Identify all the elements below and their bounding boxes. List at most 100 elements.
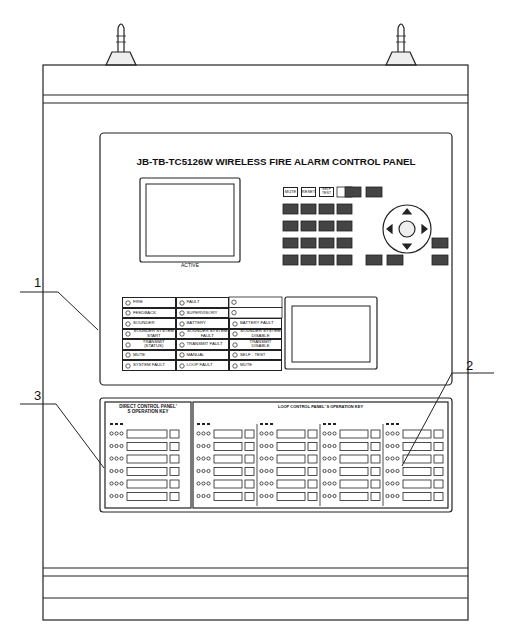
indicator-cell: SOUNDER SYSTEM DISABLE	[229, 329, 282, 340]
operation-key	[127, 468, 167, 476]
operation-key	[340, 468, 368, 476]
key-led	[115, 482, 118, 485]
indicator-label: SUPERVISORY	[187, 311, 218, 316]
operation-key	[403, 455, 431, 463]
operation-key-small	[434, 430, 443, 438]
indicator-led	[231, 362, 239, 370]
key-led	[197, 444, 200, 447]
hanging-bolt	[106, 24, 136, 65]
operation-key-small	[371, 430, 380, 438]
key-led	[396, 457, 399, 460]
indicator-led	[124, 320, 132, 328]
key-led	[115, 444, 118, 447]
indicator-cell: MUTE	[229, 360, 282, 371]
key-led	[207, 482, 210, 485]
key-led	[265, 469, 268, 472]
key-led	[391, 494, 394, 497]
operation-key-small	[170, 430, 179, 438]
indicator-label: MUTE	[240, 363, 252, 368]
keypad-key	[283, 255, 298, 265]
operation-key	[214, 468, 242, 476]
indicator-label: MUTE	[133, 353, 145, 358]
operation-key	[214, 455, 242, 463]
operation-key	[214, 480, 242, 488]
operation-key-small	[371, 493, 380, 501]
keypad-key	[301, 255, 316, 265]
panel-heading: LOOP CONTROL PANEL' S OPERATION KEY	[193, 405, 448, 409]
key-led	[120, 482, 123, 485]
indicator-cell: MUTE	[122, 350, 176, 361]
leader-line	[402, 373, 494, 466]
operation-key	[340, 455, 368, 463]
key-label: MUTE	[285, 190, 296, 194]
operation-key-small	[245, 455, 254, 463]
operation-key-small	[170, 455, 179, 463]
keypad-key	[337, 238, 352, 248]
key-led	[396, 494, 399, 497]
indicator-label: FAULT	[187, 300, 200, 305]
key-led	[260, 432, 263, 435]
operation-key-small	[170, 443, 179, 451]
operation-key-small	[245, 468, 254, 476]
key-led	[323, 469, 326, 472]
operation-key-small	[434, 493, 443, 501]
keypad-key	[337, 204, 352, 214]
key-led	[386, 482, 389, 485]
indicator-led	[178, 309, 186, 317]
panel-heading: DIRECT CONTROL PANEL' S OPERATION KEY	[118, 405, 178, 414]
small-display-screen	[292, 306, 370, 362]
indicator-cell: FIRE	[122, 297, 176, 308]
group-divider	[257, 424, 383, 506]
key-led	[207, 469, 210, 472]
operation-key-small	[434, 455, 443, 463]
keypad-key	[366, 187, 382, 197]
key-led	[197, 482, 200, 485]
key-led	[323, 444, 326, 447]
key-led	[110, 432, 113, 435]
key-led	[386, 432, 389, 435]
blank-indicator-cell	[229, 308, 282, 319]
indicator-led	[178, 330, 186, 338]
key-led	[202, 444, 205, 447]
operation-key-small	[308, 430, 317, 438]
keypad-key	[432, 255, 448, 265]
operation-key-small	[434, 443, 443, 451]
indicator-cell: FAULT	[176, 297, 230, 308]
key-led	[202, 482, 205, 485]
key-led	[120, 457, 123, 460]
operation-key-small	[308, 493, 317, 501]
operation-key-small	[371, 443, 380, 451]
row-marker	[110, 423, 123, 425]
key-led	[265, 444, 268, 447]
indicator-label: SOUNDER SYSTEM FAULT	[187, 329, 229, 338]
operation-key	[340, 480, 368, 488]
leader-line	[20, 404, 104, 468]
key-led	[115, 457, 118, 460]
key-led	[396, 432, 399, 435]
keypad-key	[337, 255, 352, 265]
operation-key-panel: LOOP CONTROL PANEL' S OPERATION KEY	[193, 402, 448, 508]
key-led	[328, 469, 331, 472]
operation-key	[403, 493, 431, 501]
operation-key-small	[170, 493, 179, 501]
indicator-label: TRANSMIT FAULT	[187, 342, 223, 347]
key-led	[328, 494, 331, 497]
keypad-key	[283, 238, 298, 248]
key-led	[202, 494, 205, 497]
operation-key	[277, 430, 305, 438]
key-led	[323, 457, 326, 460]
keypad-key: SELF TEST	[319, 187, 334, 197]
key-led	[260, 444, 263, 447]
keypad-key: RESET	[301, 187, 316, 197]
operation-key-panel: DIRECT CONTROL PANEL' S OPERATION KEY	[105, 402, 191, 508]
key-led	[197, 494, 200, 497]
operation-key-small	[245, 493, 254, 501]
operation-key-small	[308, 443, 317, 451]
indicator-label: MANUAL	[187, 353, 205, 358]
operation-key-small	[434, 480, 443, 488]
indicator-cell: SUPERVISORY	[176, 308, 230, 319]
operation-key	[127, 493, 167, 501]
key-led	[110, 444, 113, 447]
operation-key	[127, 430, 167, 438]
indicator-led	[124, 299, 132, 307]
